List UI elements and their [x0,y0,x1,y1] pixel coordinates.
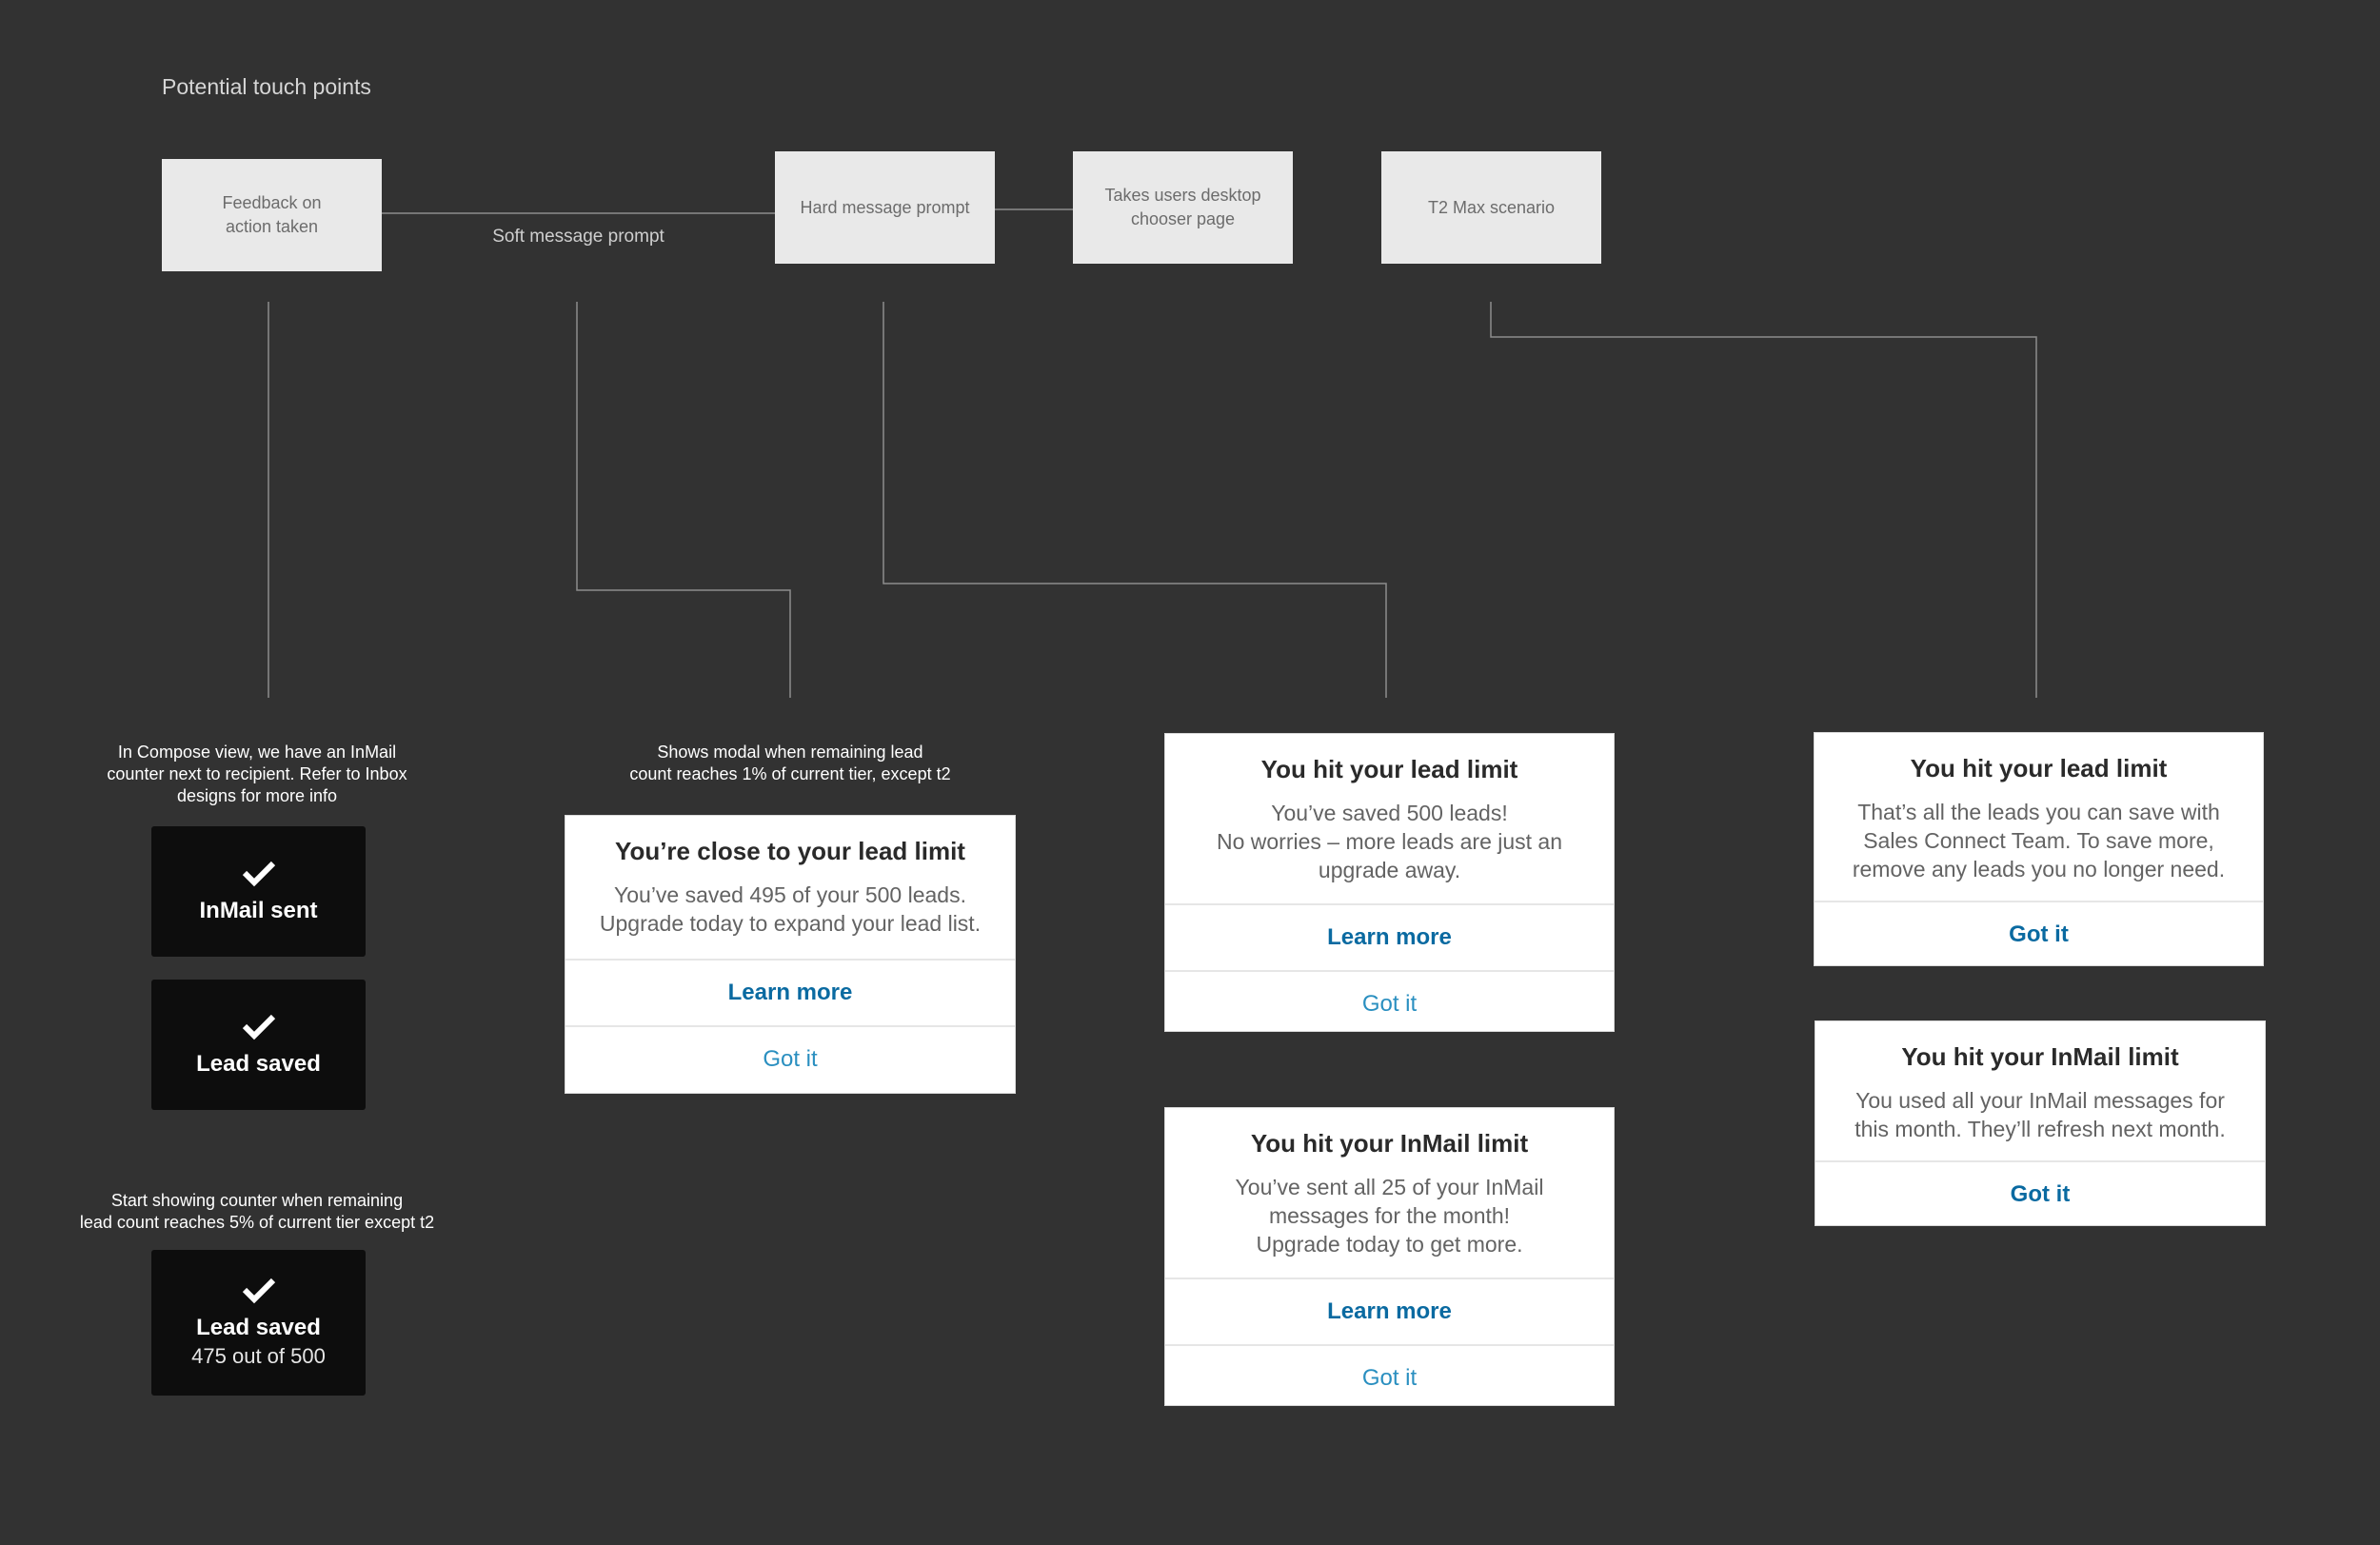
note-compose: In Compose view, we have an InMail count… [107,743,407,805]
checkmark-icon [242,1278,275,1303]
connector-soft-down [576,302,791,698]
connector-t2max-down [1490,302,2037,698]
note-counter: Start showing counter when remaining lea… [79,1191,435,1232]
got-it-button[interactable]: Got it [1165,970,1614,1037]
flow-label-soft: Soft message prompt [492,227,664,247]
modal-body: You’ve sent all 25 of your InMail messag… [1235,1175,1544,1257]
checkmark-icon [242,1014,275,1040]
modal-title: You hit your InMail limit [1901,1042,2179,1071]
connector-hard-down [883,302,1387,698]
toast-lead-saved: Lead saved [151,980,366,1110]
toast-counter: 475 out of 500 [191,1343,326,1368]
got-it-button[interactable]: Got it [1165,1344,1614,1411]
modal-title: You’re close to your lead limit [615,837,965,865]
learn-more-button[interactable]: Learn more [1165,1278,1614,1344]
modal-body: That’s all the leads you can save with S… [1852,800,2226,881]
modal-t2-lead-limit: You hit your lead limit That’s all the l… [1814,732,2264,966]
modal-close-to-limit: You’re close to your lead limit You’ve s… [565,815,1016,1094]
learn-more-button[interactable]: Learn more [1165,903,1614,970]
toast-title: Lead saved [196,1314,321,1340]
modal-title: You hit your InMail limit [1250,1129,1529,1158]
toast-title: InMail sent [199,897,318,923]
modal-title: You hit your lead limit [1910,754,2168,782]
flow-box-t2max: T2 Max scenario [1381,151,1601,264]
modal-body: You used all your InMail messages for th… [1854,1088,2226,1141]
toast-title: Lead saved [196,1050,321,1077]
modal-title: You hit your lead limit [1260,755,1518,783]
modal-t2-inmail-limit: You hit your InMail limit You used all y… [1815,1020,2266,1226]
flow-box-chooser: Takes users desktop chooser page [1073,151,1293,264]
modal-body: You’ve saved 495 of your 500 leads. Upgr… [599,882,982,936]
checkmark-icon [242,861,275,886]
got-it-button[interactable]: Got it [1815,901,2263,967]
learn-more-button[interactable]: Learn more [565,959,1015,1025]
modal-hit-inmail-limit: You hit your InMail limit You’ve sent al… [1164,1107,1615,1406]
toast-lead-saved-counter: Lead saved 475 out of 500 [151,1250,366,1396]
flow-box-feedback: Feedback on action taken [162,159,382,271]
toast-inmail-sent: InMail sent [151,826,366,957]
page-title: Potential touch points [162,74,371,99]
flow-box-hard: Hard message prompt [775,151,995,264]
note-modal-trigger: Shows modal when remaining lead count re… [629,743,951,783]
modal-body: You’ve saved 500 leads! No worries – mor… [1216,801,1563,882]
got-it-button[interactable]: Got it [1815,1160,2265,1227]
got-it-button[interactable]: Got it [565,1025,1015,1092]
modal-hit-lead-limit: You hit your lead limit You’ve saved 500… [1164,733,1615,1032]
